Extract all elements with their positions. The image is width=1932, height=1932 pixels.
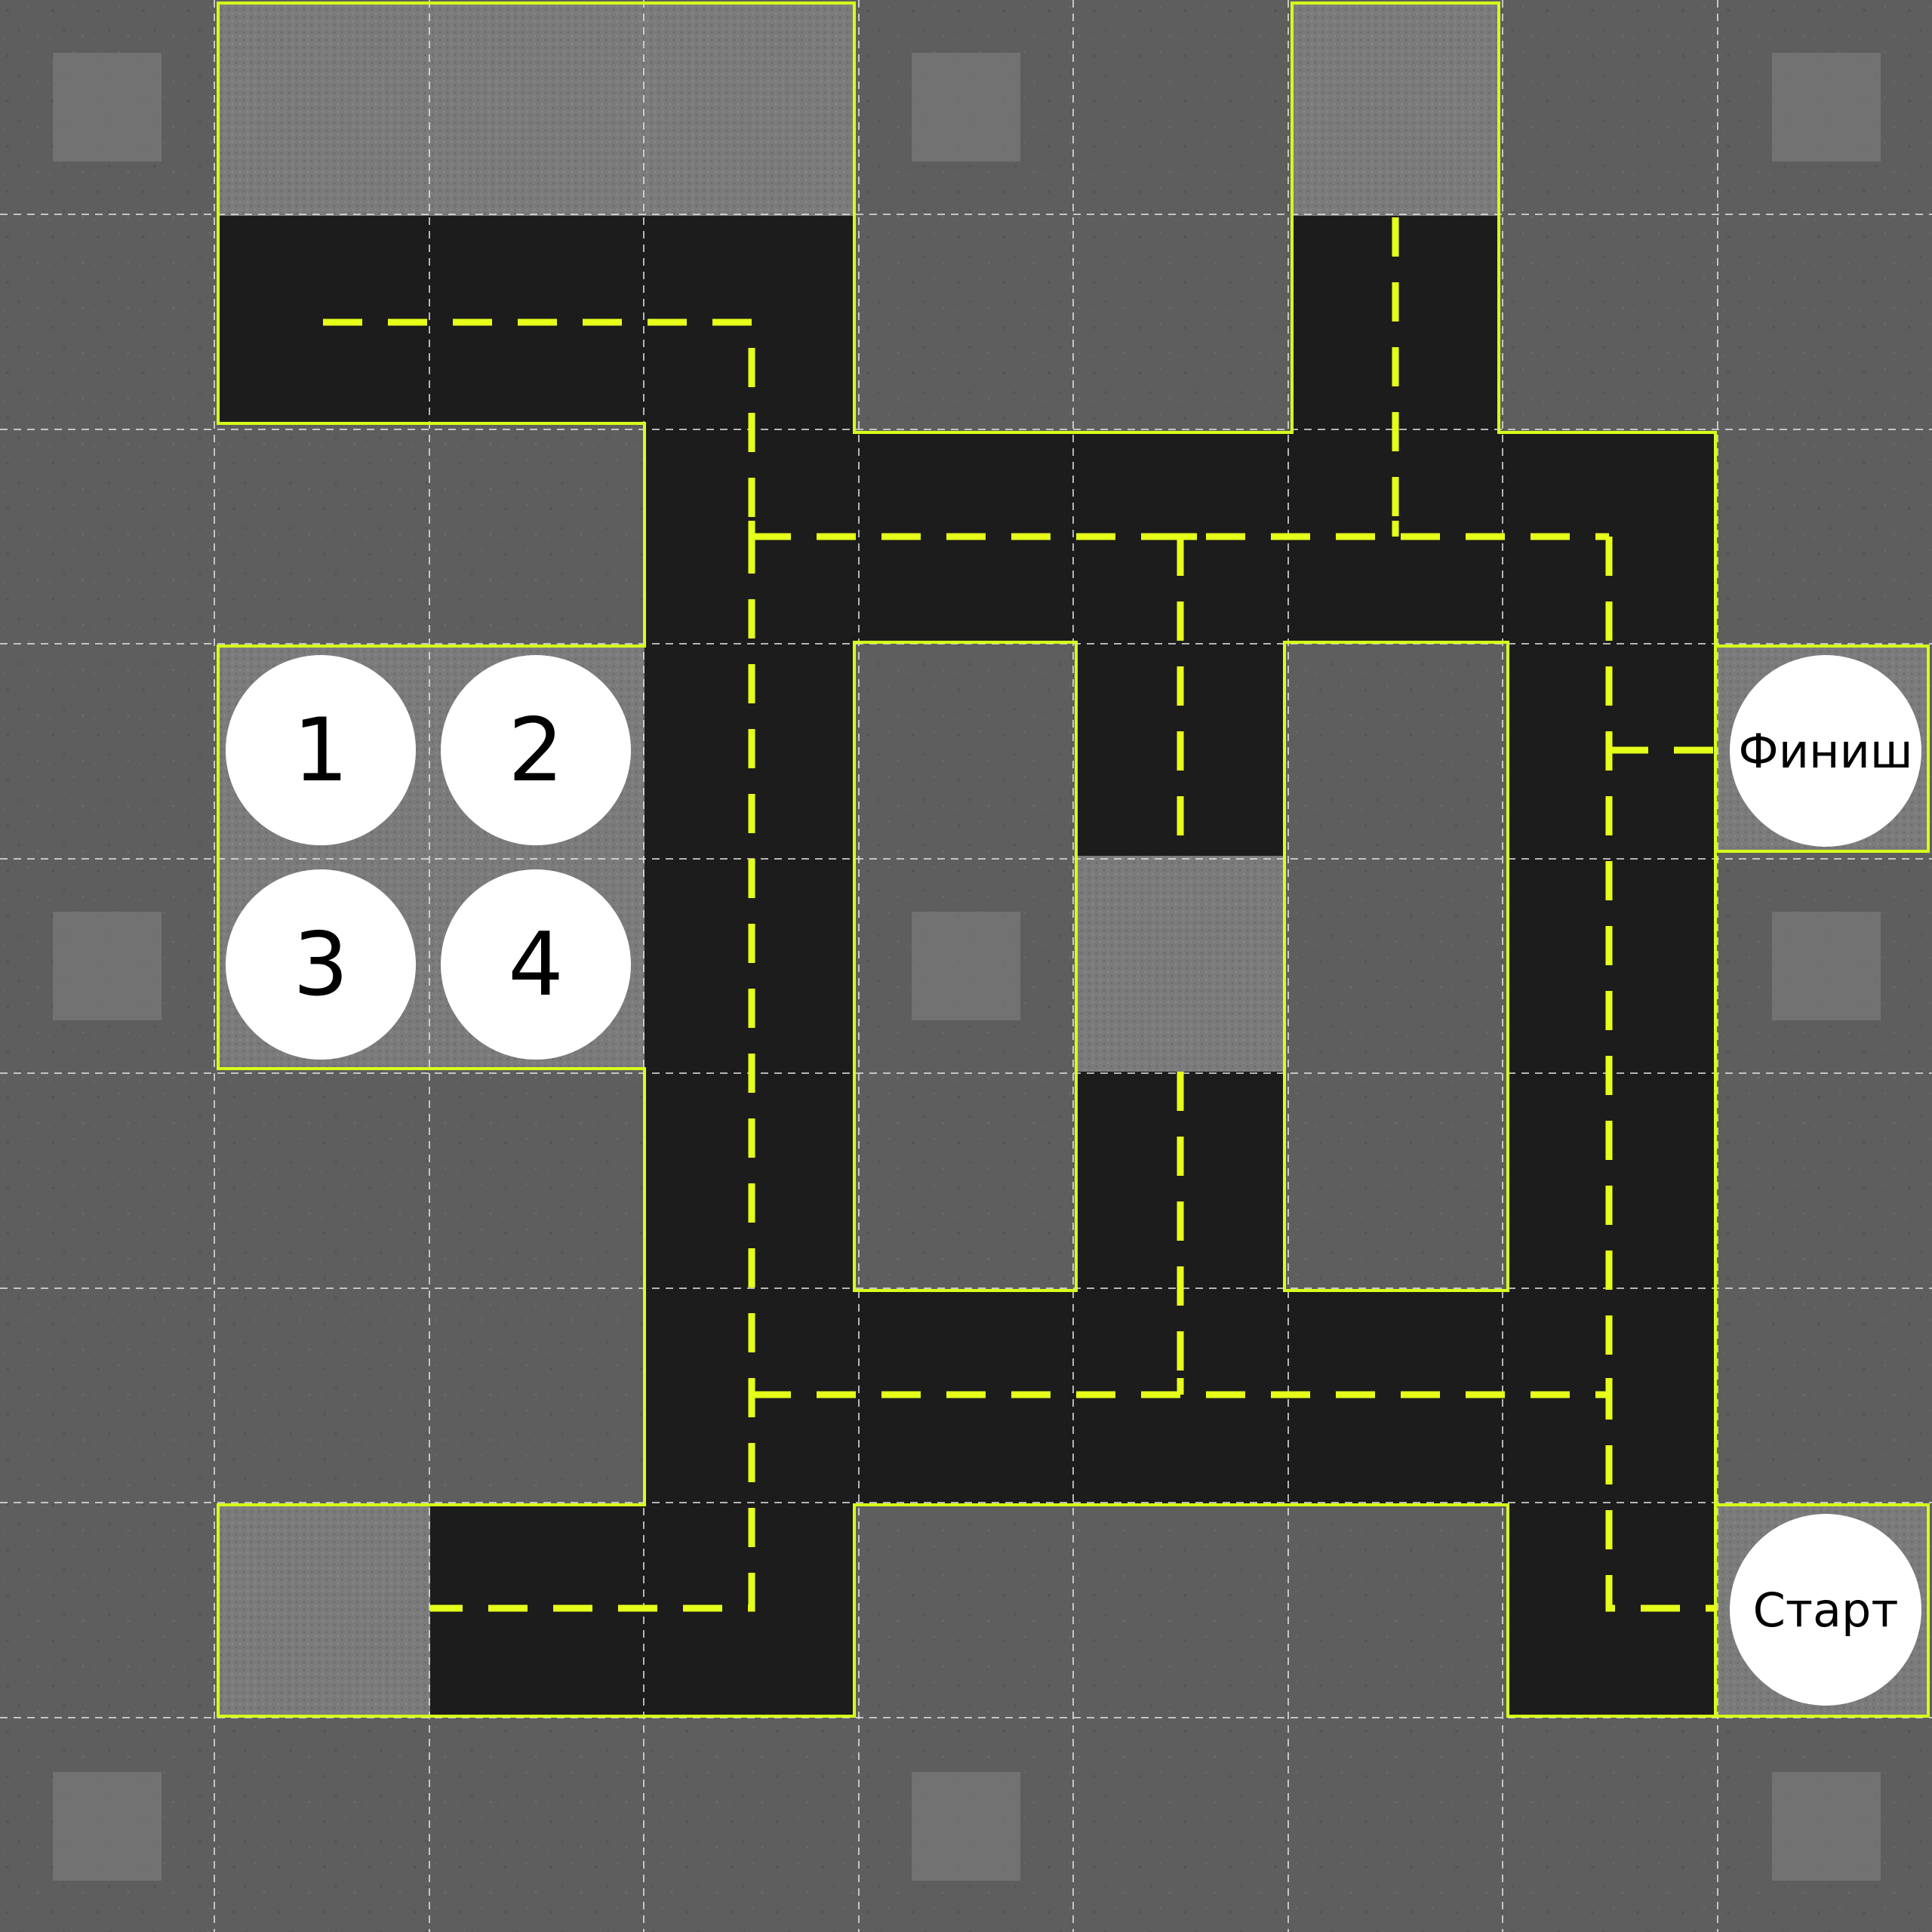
finish-box: [1714, 645, 1930, 853]
finish-label: Финиш: [1738, 723, 1913, 779]
parking-slot-2-label: 2: [508, 699, 564, 801]
lane-left-vertical: [430, 534, 755, 1612]
parking-slot-3[interactable]: 3: [226, 869, 416, 1060]
top-right-zone: [1292, 3, 1499, 216]
parking-slot-1[interactable]: 1: [226, 655, 416, 845]
parking-slot-2[interactable]: 2: [441, 655, 631, 845]
bottom-left-zone: [218, 1505, 430, 1716]
center-gap-zone: [1076, 856, 1284, 1072]
parking-slot-3-label: 3: [293, 913, 349, 1016]
ground-tiles: [53, 53, 1881, 1881]
road-outline: [217, 2, 1717, 1718]
parking-slot-4-label: 4: [508, 913, 564, 1016]
lane-markings: [323, 217, 1715, 1612]
top-left-zone: [218, 3, 854, 216]
start-marker[interactable]: Старт: [1730, 1514, 1921, 1706]
start-label: Старт: [1752, 1582, 1899, 1638]
lane-right-vertical: [1605, 537, 1715, 1612]
finish-marker[interactable]: Финиш: [1730, 655, 1921, 847]
lane-top-left: [323, 318, 755, 534]
parking-slot-4[interactable]: 4: [441, 869, 631, 1060]
lane-junction-ticks: [748, 521, 1613, 1411]
inner-block-right: [1283, 641, 1509, 1292]
inner-block-left: [853, 641, 1078, 1292]
parking-slot-1-label: 1: [293, 699, 349, 801]
zone-outlines: [217, 2, 1930, 1718]
